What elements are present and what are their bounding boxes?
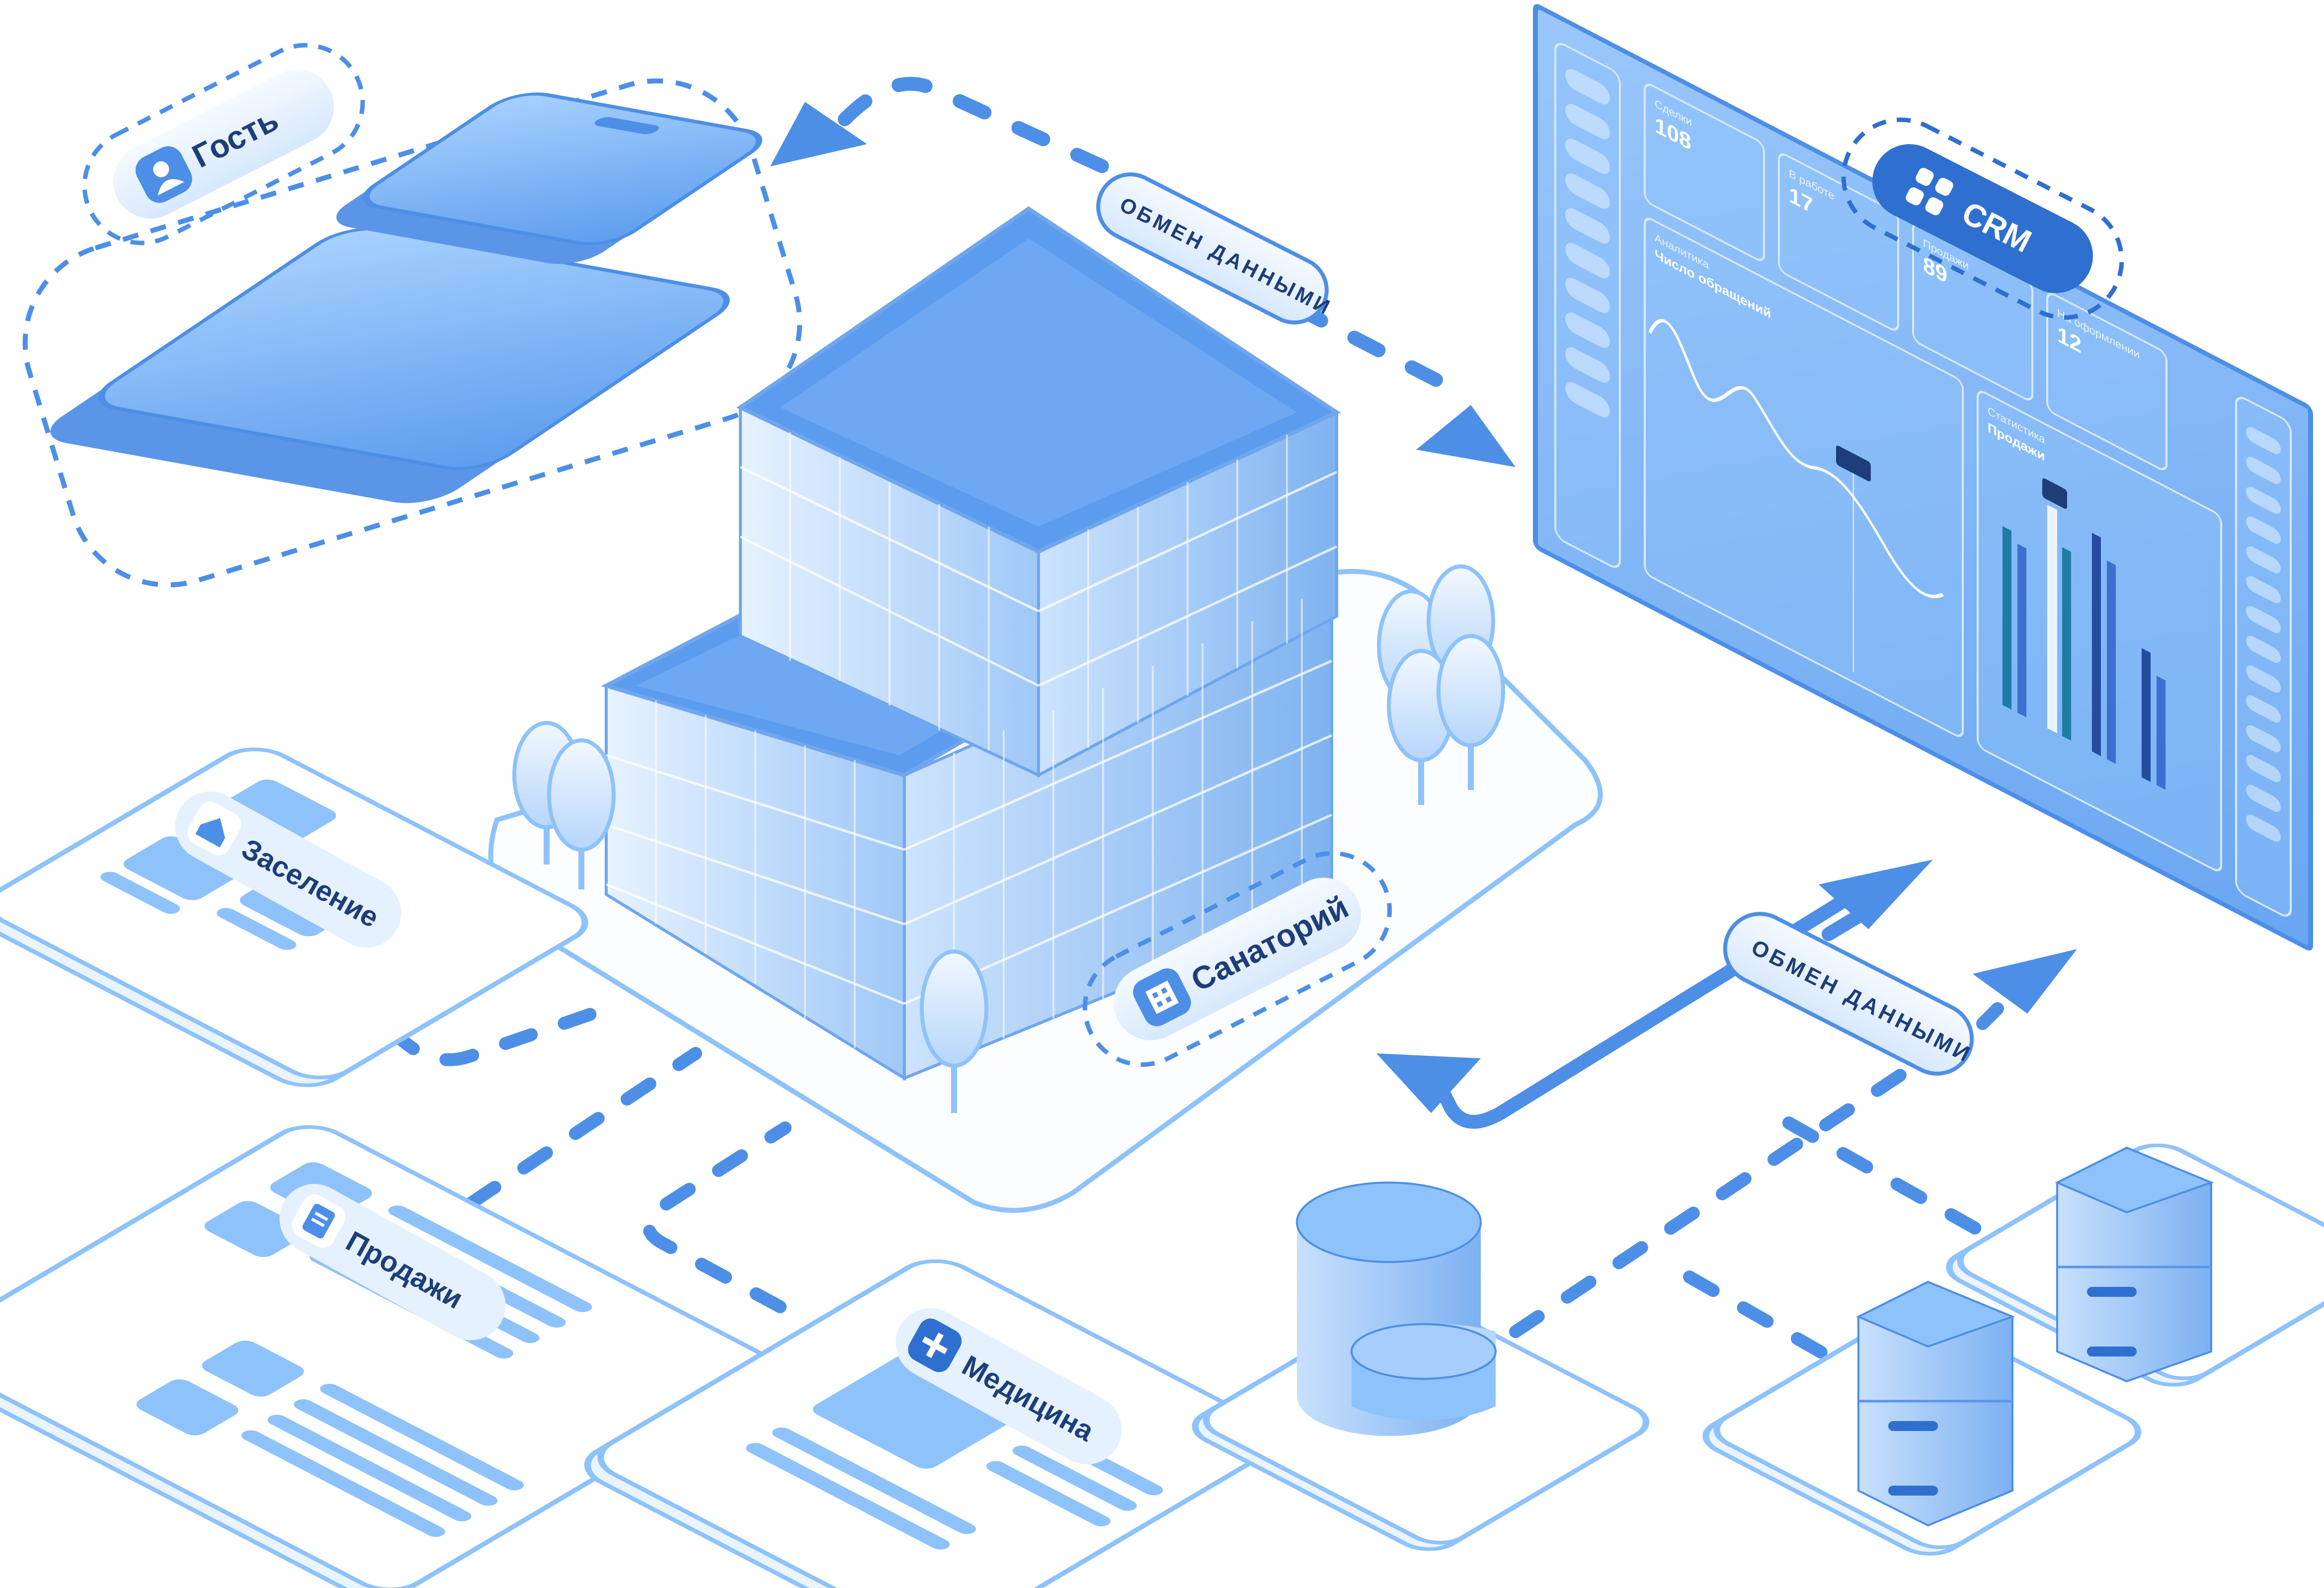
sanatorium-building (601, 206, 1341, 1081)
connector-top-exchange-right (1290, 301, 1458, 395)
medicine-card (584, 1259, 1279, 1588)
crm-grid-icon (1906, 167, 1953, 216)
line-chart-series (1648, 319, 1944, 598)
connector-crm-top (1976, 1002, 2004, 1030)
arrow-to-phones (770, 102, 867, 166)
sales-card (0, 1125, 772, 1588)
phone-device (336, 92, 763, 264)
tablet-device (50, 227, 730, 503)
exchange-pill-bottom: ОБМЕН ДАННЫМИ (1723, 912, 1976, 1076)
trees (512, 564, 1505, 1113)
arrow-to-crm-upper (1819, 860, 1933, 929)
medical-plus-icon (908, 1318, 962, 1372)
connector-top-exchange (838, 77, 1115, 176)
bar-chart-panel: Статистика Продажи (1977, 391, 2222, 872)
connectors (386, 77, 2024, 1383)
arrow-to-crm (1416, 405, 1516, 467)
connector-medicine (642, 1121, 792, 1313)
tree (547, 738, 616, 889)
stat-card: В работе 17 (1778, 153, 1899, 331)
server-node (1946, 1143, 2324, 1387)
crm-dashboard: Сделки 108 В работе 17 Продажи 89 На офо… (1533, 4, 2313, 951)
guest-devices-group (22, 78, 802, 588)
connector-server1 (1683, 1270, 1870, 1383)
guest-icon (135, 146, 192, 203)
document-icon (292, 1194, 346, 1248)
tree (920, 950, 988, 1113)
arrow-to-sanatorium (1376, 1053, 1481, 1113)
guest-devices-boundary (22, 78, 802, 588)
arrow-to-crm-lower (1973, 949, 2077, 1014)
crm-label-pill: CRM (1841, 117, 2124, 320)
stat-card: Сделки 108 (1644, 83, 1765, 261)
connector-checkin (386, 997, 628, 1066)
connector-server2 (1782, 1116, 2024, 1259)
connector-db (1509, 1057, 1924, 1338)
bar-chart-bars (2003, 504, 2165, 790)
bar-chart-tooltip (2042, 478, 2067, 509)
home-icon (187, 801, 241, 856)
database-node (1192, 1182, 1650, 1551)
server-node (1702, 1280, 2142, 1556)
tree (1437, 634, 1505, 790)
connector-sales (466, 1047, 702, 1209)
sanatorium-label-pill: Санаторий (1082, 851, 1392, 1067)
guest-label-pill: Гость (82, 43, 365, 245)
building-icon (1133, 968, 1191, 1027)
line-chart-tooltip (1836, 445, 1871, 481)
